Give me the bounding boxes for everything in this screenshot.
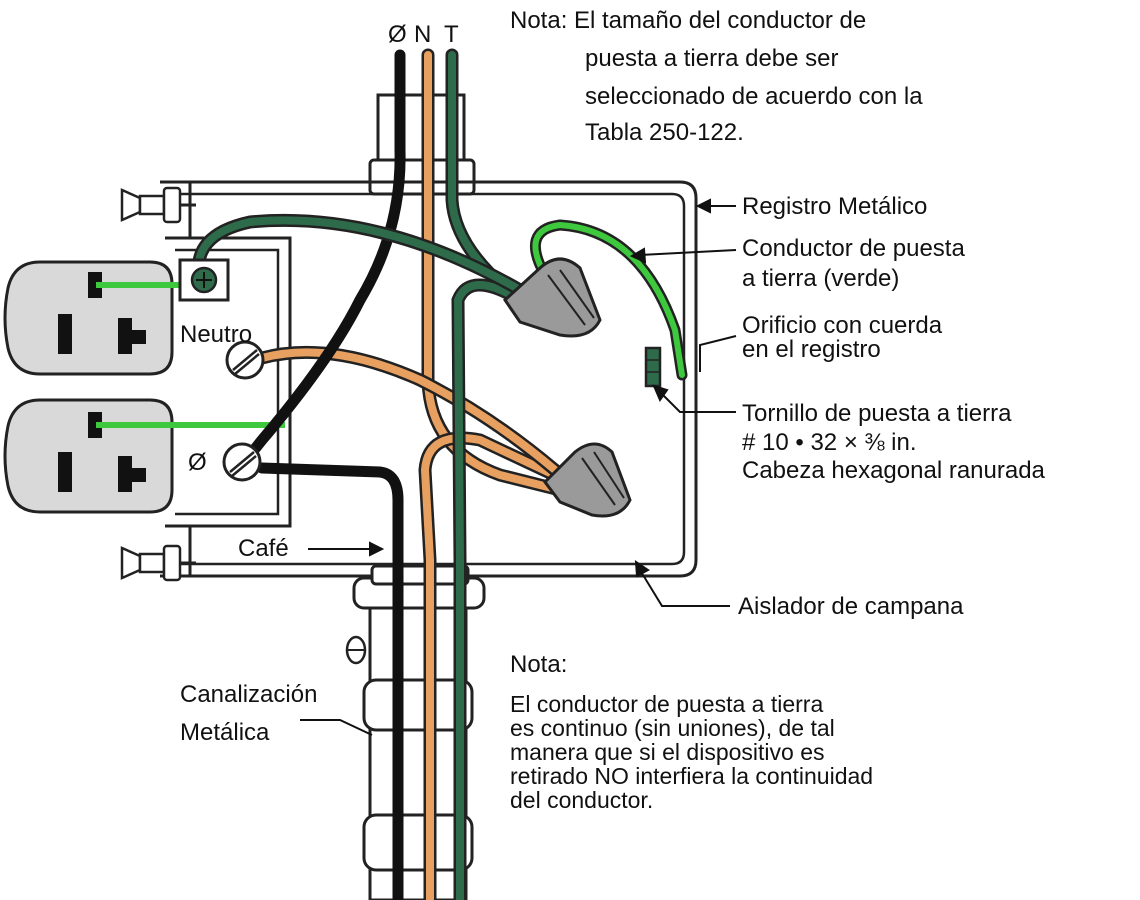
phase-terminal-screw	[222, 442, 262, 482]
neutral-terminal-screw	[225, 340, 265, 380]
metal-box	[160, 180, 698, 578]
label-conduit: Metálica	[180, 719, 270, 746]
label-bell-insulator: Aislador de campana	[738, 593, 964, 620]
bottom-note-line: El conductor de puesta a tierra	[510, 691, 823, 717]
receptacle-top	[3, 260, 174, 376]
top-note-line: Tabla 250-122.	[585, 119, 744, 146]
bottom-note-line: del conductor.	[510, 787, 653, 813]
label-threaded-hole: Orificio con cuerda	[742, 312, 943, 339]
label-conduit: Canalización	[180, 681, 317, 708]
bottom-note-line: es continuo (sin uniones), de tal	[510, 715, 835, 741]
metal-conduit	[345, 576, 486, 900]
top-note-lead: Nota:	[510, 7, 567, 34]
ground-terminal-hex	[178, 258, 230, 302]
label-ground-screw: Tornillo de puesta a tierra	[742, 400, 1012, 427]
top-note-line: puesta a tierra debe ser	[585, 45, 839, 72]
wire-label-neutral: N	[414, 21, 431, 48]
top-note-line: seleccionado de acuerdo con la	[585, 83, 923, 110]
conduit-screw	[345, 635, 367, 665]
box-ground-screw	[644, 346, 662, 388]
neutral-wire	[255, 48, 572, 900]
yoke-screw-top	[120, 186, 196, 224]
receptacle-bottom	[3, 398, 174, 514]
wire-label-ground: T	[444, 21, 459, 48]
bright-ground-wire	[530, 219, 688, 381]
leader-lines	[300, 198, 737, 736]
label-threaded-hole: en el registro	[742, 336, 881, 363]
bottom-note-line: retirado NO interfiera la continuidad	[510, 763, 873, 789]
label-ground-screw: Cabeza hexagonal ranurada	[742, 457, 1046, 484]
yoke-screw-bottom	[120, 544, 196, 582]
bottom-note-title: Nota:	[510, 651, 567, 678]
label-ground-screw: # 10 • 32 × ⅜ in.	[742, 429, 917, 456]
top-note-line: El tamaño del conductor de	[574, 7, 866, 34]
bottom-note-line: manera que si el dispositivo es	[510, 739, 825, 765]
phase-wire	[244, 49, 406, 900]
bottom-note: Nota: El conductor de puesta a tierra es…	[510, 651, 873, 813]
top-note: Nota: El tamaño del conductor de puesta …	[510, 7, 923, 146]
wire-label-phase: Ø	[388, 21, 407, 48]
label-ground-conductor: a tierra (verde)	[742, 265, 899, 292]
label-box: Registro Metálico	[742, 193, 927, 220]
label-ground-conductor: Conductor de puesta	[742, 235, 965, 262]
wire-connector-ground	[503, 257, 602, 338]
label-phase-terminal: Ø	[188, 449, 207, 476]
label-neutral-terminal: Neutro	[180, 321, 252, 348]
ground-wire	[192, 48, 527, 900]
wire-connector-neutral	[543, 442, 632, 518]
label-brown: Café	[238, 535, 289, 562]
